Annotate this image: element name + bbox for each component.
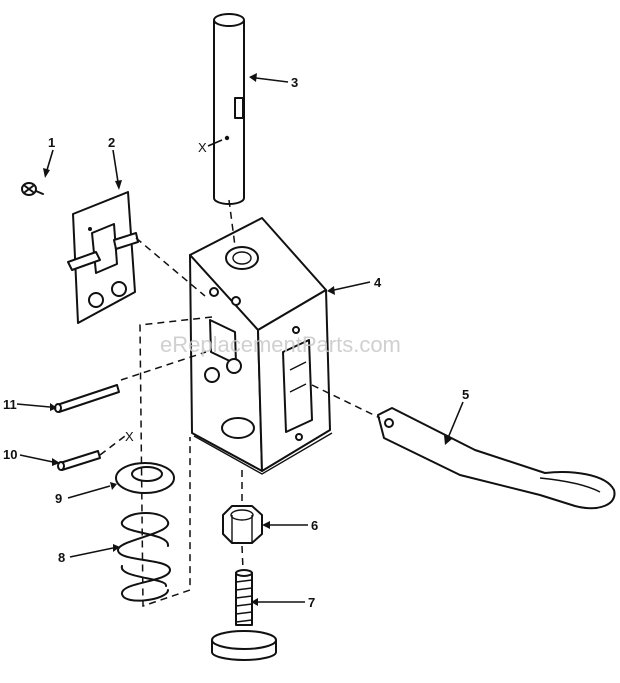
callout-4: 4 bbox=[374, 275, 382, 290]
callout-1: 1 bbox=[48, 135, 55, 150]
callout-10: 10 bbox=[3, 447, 17, 462]
part-11-long-pin bbox=[54, 384, 120, 413]
x-mark-pin: X bbox=[125, 429, 134, 444]
callout-labels: 1 2 3 4 5 6 7 8 9 10 11 bbox=[3, 75, 469, 610]
part-5-lever-handle bbox=[377, 407, 616, 510]
leader-lines bbox=[16, 73, 464, 606]
part-10-short-pin bbox=[57, 450, 101, 471]
callout-2: 2 bbox=[108, 135, 115, 150]
part-4-box-housing bbox=[189, 217, 333, 475]
callout-8: 8 bbox=[58, 550, 65, 565]
callout-9: 9 bbox=[55, 491, 62, 506]
x-marks: X X bbox=[125, 139, 223, 444]
callout-7: 7 bbox=[308, 595, 315, 610]
part-3-tube bbox=[213, 13, 245, 205]
part-1-screw bbox=[21, 182, 44, 196]
callout-3: 3 bbox=[291, 75, 298, 90]
part-9-washer bbox=[115, 462, 175, 494]
part-8-spring bbox=[116, 512, 172, 602]
callout-6: 6 bbox=[311, 518, 318, 533]
x-mark-tube: X bbox=[198, 140, 207, 155]
part-2-latch-plate bbox=[67, 191, 139, 324]
part-7-foot-bolt bbox=[211, 569, 277, 661]
watermark: eReplacementParts.com bbox=[160, 332, 401, 357]
assembly-lines bbox=[99, 199, 381, 608]
callout-11: 11 bbox=[3, 397, 17, 412]
part-6-hex-nut bbox=[222, 505, 263, 544]
callout-5: 5 bbox=[462, 387, 469, 402]
